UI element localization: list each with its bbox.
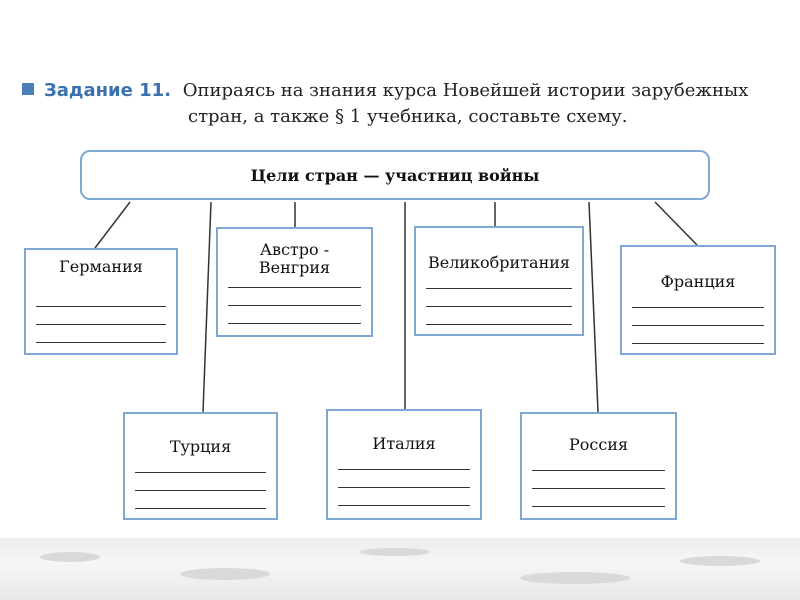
box-austria-title-line2: Венгрия — [258, 258, 331, 277]
answer-line — [135, 490, 266, 491]
texture-speck — [520, 572, 630, 584]
box-russia: Россия — [520, 412, 677, 520]
answer-line — [532, 470, 665, 471]
box-turkey: Турция — [123, 412, 278, 520]
paper-texture-strip — [0, 538, 800, 600]
answer-line — [632, 343, 764, 344]
answer-line — [632, 307, 764, 308]
task-text-line1: Опираясь на знания курса Новейшей истори… — [182, 80, 749, 101]
box-russia-title: Россия — [568, 435, 629, 454]
box-france-title: Франция — [660, 272, 736, 291]
texture-speck — [40, 552, 100, 562]
answer-line — [228, 323, 361, 324]
box-britain-title: Великобритания — [427, 253, 571, 272]
answer-line — [228, 287, 361, 288]
diagram-header-box: Цели стран — участниц войны — [80, 150, 710, 200]
answer-line — [338, 487, 470, 488]
task-statement: Задание 11. Опираясь на знания курса Нов… — [22, 78, 782, 130]
task-text-line2: стран, а также § 1 учебника, составьте с… — [188, 106, 628, 127]
answer-line — [135, 472, 266, 473]
answer-line — [426, 306, 572, 307]
texture-speck — [180, 568, 270, 580]
answer-line — [228, 305, 361, 306]
box-germany: Германия — [24, 248, 178, 355]
diagram-header-text: Цели стран — участниц войны — [250, 165, 540, 185]
box-turkey-title: Турция — [169, 437, 232, 456]
texture-speck — [360, 548, 430, 556]
box-austria-hungary: Австро - Венгрия — [216, 227, 373, 337]
task-marker-icon — [22, 83, 34, 95]
box-great-britain: Великобритания — [414, 226, 584, 336]
answer-line — [426, 324, 572, 325]
box-germany-title: Германия — [59, 257, 143, 276]
answer-line — [426, 288, 572, 289]
connector-turkey — [202, 201, 212, 413]
connector-russia — [588, 201, 599, 413]
answer-line — [632, 325, 764, 326]
answer-line — [532, 506, 665, 507]
answer-line — [135, 508, 266, 509]
answer-line — [36, 306, 166, 307]
answer-line — [36, 342, 166, 343]
connector-france — [654, 201, 698, 246]
answer-line — [338, 505, 470, 506]
box-france: Франция — [620, 245, 776, 355]
box-italy: Италия — [326, 409, 482, 520]
connector-germany — [94, 201, 131, 249]
box-austria-title-line1: Австро - — [259, 240, 330, 259]
answer-line — [338, 469, 470, 470]
answer-line — [36, 324, 166, 325]
texture-speck — [680, 556, 760, 566]
task-label: Задание 11. — [44, 80, 172, 101]
answer-line — [532, 488, 665, 489]
box-italy-title: Италия — [372, 434, 436, 453]
